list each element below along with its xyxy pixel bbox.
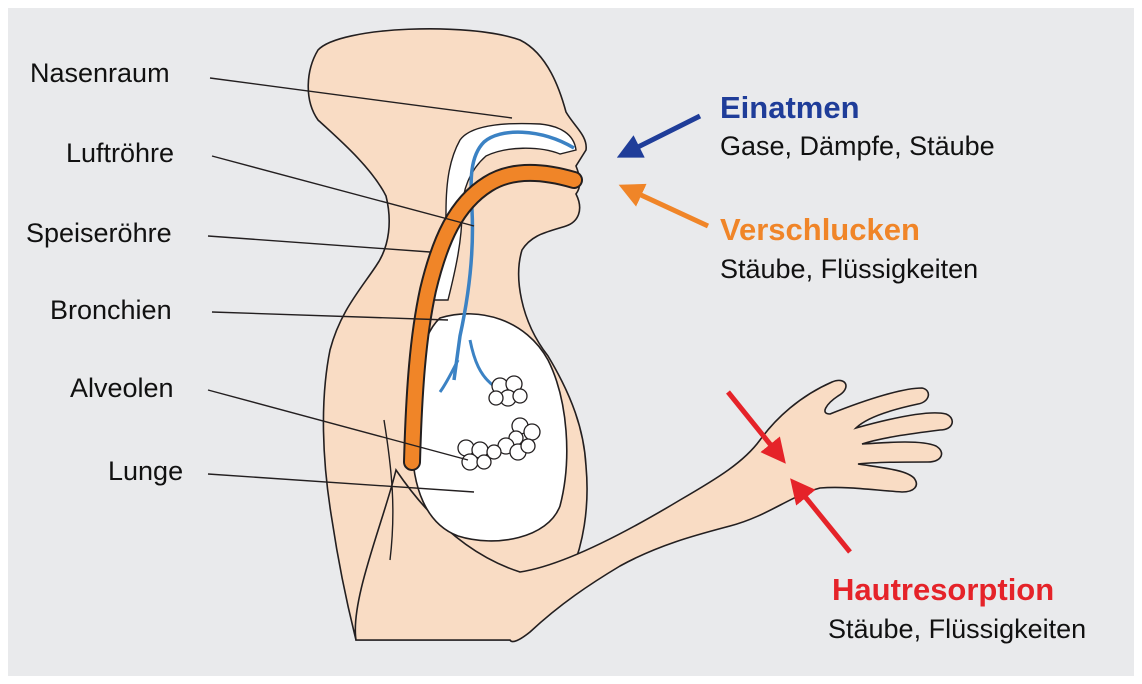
route-einatmen-title: Einatmen <box>720 92 860 123</box>
route-verschlucken-subtitle: Stäube, Flüssigkeiten <box>720 256 978 283</box>
label-bronchien: Bronchien <box>50 297 172 324</box>
route-hautresorption-subtitle: Stäube, Flüssigkeiten <box>828 616 1086 643</box>
label-nasenraum: Nasenraum <box>30 60 170 87</box>
label-luftroehre: Luftröhre <box>66 140 174 167</box>
route-verschlucken-title: Verschlucken <box>720 214 920 245</box>
label-speiseroehre: Speiseröhre <box>26 220 172 247</box>
route-hautresorption-title: Hautresorption <box>832 574 1054 605</box>
route-einatmen-subtitle: Gase, Dämpfe, Stäube <box>720 133 995 160</box>
label-lunge: Lunge <box>108 458 183 485</box>
label-alveolen: Alveolen <box>70 375 174 402</box>
